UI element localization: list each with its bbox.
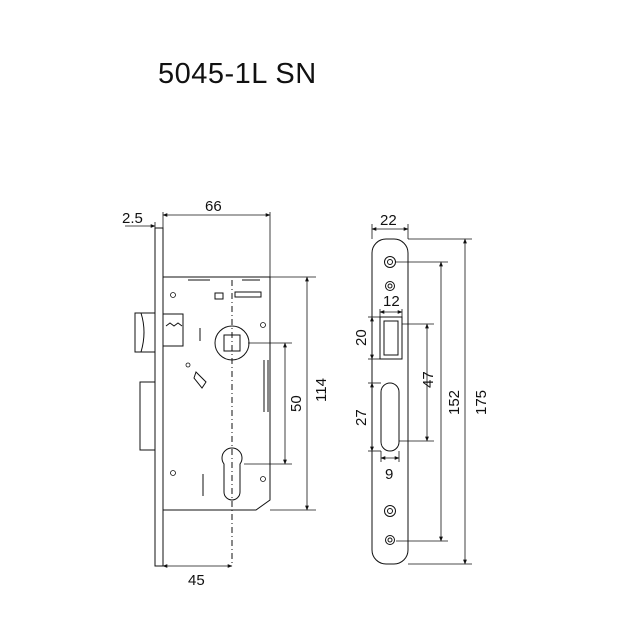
strike-plate-view [371, 238, 409, 565]
dim-case-depth: 66 [205, 198, 222, 215]
dim-latch-to-bolt-distance: 47 [420, 371, 437, 388]
dim-strike-height: 175 [473, 390, 490, 415]
strike-screw-holes [384, 256, 396, 545]
dim-latch-opening-width: 12 [383, 293, 400, 310]
dim-bolt-opening-height: 27 [353, 409, 370, 426]
dim-center-distance: 50 [288, 395, 305, 412]
dim-backset: 45 [188, 572, 205, 589]
dim-faceplate-thickness: 2.5 [122, 210, 143, 227]
latch-bolt [134, 312, 155, 353]
dim-strike-width: 22 [380, 212, 397, 229]
model-title: 5045-1L SN [158, 58, 317, 90]
deadbolt [139, 381, 156, 451]
dim-latch-opening-height: 20 [353, 329, 370, 346]
cylinder-hole [221, 447, 243, 501]
lock-body-view [134, 227, 271, 567]
faceplate [154, 227, 164, 567]
case-screws [170, 292, 266, 482]
dim-case-height: 114 [313, 378, 330, 402]
bolt-opening [380, 382, 400, 452]
latch-opening [379, 316, 403, 360]
dim-strike-hole-distance: 152 [446, 390, 463, 415]
dim-bolt-opening-width: 9 [385, 466, 393, 483]
lock-case [162, 276, 271, 511]
